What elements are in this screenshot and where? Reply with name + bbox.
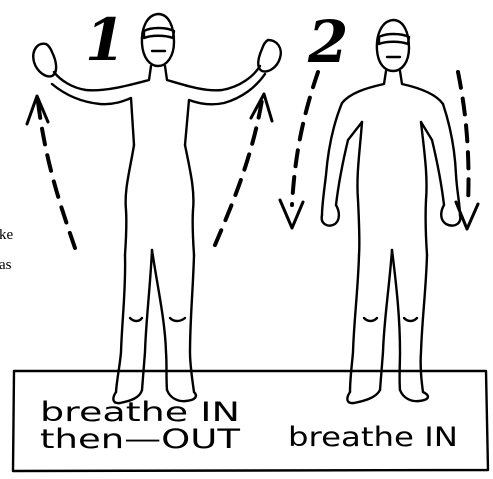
arrow-up-right-icon	[215, 94, 272, 245]
cropped-edge-text-1: ke	[0, 227, 14, 243]
caption-step-2: breathe IN	[288, 422, 458, 453]
arrow-up-left-icon	[27, 96, 75, 248]
figure-arms-down	[322, 20, 461, 403]
arrow-down-left-icon	[280, 72, 318, 228]
cropped-edge-text-2: as	[0, 257, 12, 273]
figure-arms-raised	[33, 14, 280, 403]
caption-step-1-line-2: then—OUT	[40, 424, 241, 455]
step-number-1: 1	[85, 6, 125, 74]
step-number-2: 2	[307, 8, 348, 76]
